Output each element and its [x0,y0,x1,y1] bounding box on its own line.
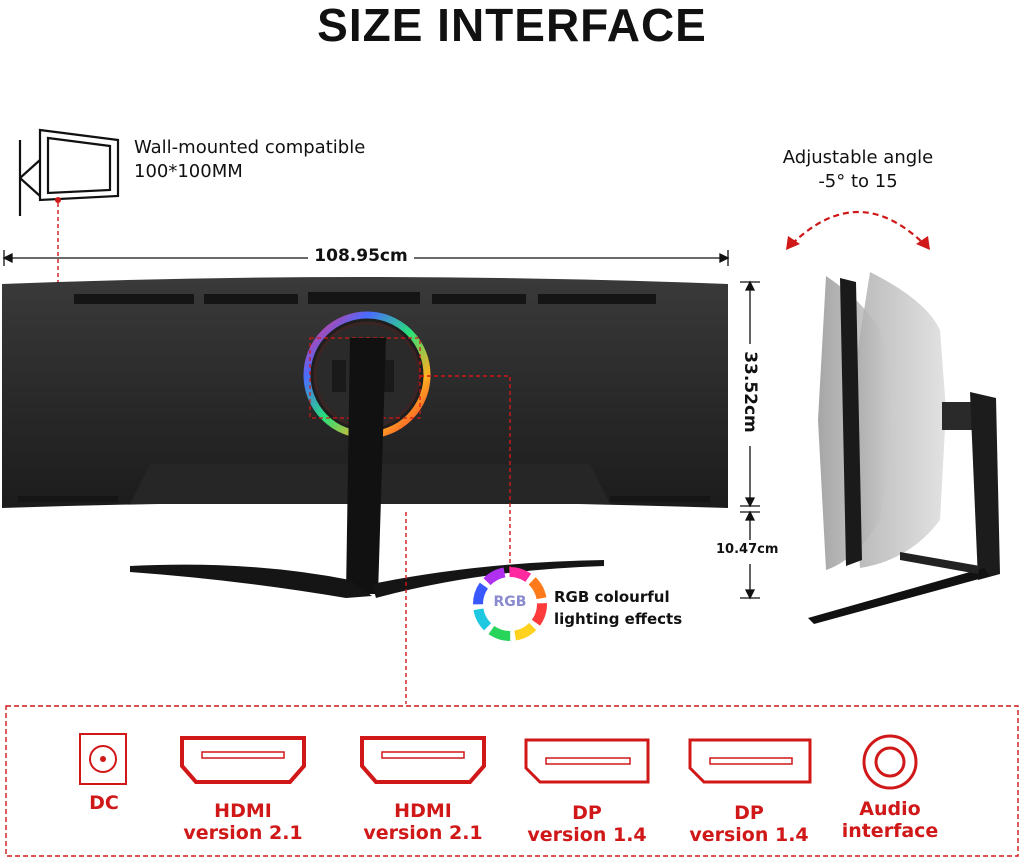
hdmi-port-icon-2 [360,736,486,784]
angle-label: Adjustable angle -5° to 15 [760,146,956,194]
port-label-line1: HDMI [394,800,452,822]
angle-line2: -5° to 15 [818,171,898,192]
ports-box [5,705,1019,857]
wall-mount-icon [18,128,120,216]
height-dimension-line [740,280,760,600]
width-dimension-line [2,250,730,266]
vents [18,292,710,502]
port-label-line2: version 1.4 [527,824,647,846]
port-label-line1: DP [572,802,602,824]
wall-mount-line2: 100*100MM [134,161,243,182]
port-label-line2: version 2.1 [183,822,303,844]
port-label-line2: version 2.1 [363,822,483,844]
page-title: SIZE INTERFACE [317,0,707,51]
displayport-icon [524,738,650,784]
rgb-leader-line [420,375,511,572]
port-label-dp-1: DP version 1.4 [522,802,652,846]
mount-leader-line [57,203,310,377]
port-label-line1: DC [89,792,119,814]
side-view-monitor [808,272,1000,624]
audio-port-icon [862,734,918,790]
port-label-line1: HDMI [214,800,272,822]
tilt-arrow [791,211,925,245]
wall-mount-label: Wall-mounted compatible 100*100MM [134,136,365,184]
stand-neck [346,338,386,594]
stand-dimension: 10.47cm [716,542,779,557]
height-dimension: 33.52cm [740,351,760,433]
rgb-badge-text: RGB [493,594,527,610]
hdmi-port-icon [180,736,306,784]
port-label-hdmi-2: HDMI version 2.1 [358,800,488,844]
displayport-icon-2 [688,738,812,784]
port-label-hdmi-1: HDMI version 2.1 [178,800,308,844]
dc-port-icon [79,733,127,785]
port-label-dp-2: DP version 1.4 [684,802,814,846]
angle-line1: Adjustable angle [782,147,934,168]
rgb-line2: lighting effects [554,610,683,628]
port-label-line1: Audio [859,798,921,820]
port-label-line1: DP [734,802,764,824]
port-label-dc: DC [64,792,144,814]
rgb-label: RGB colourful lighting effects [554,586,682,630]
wall-mount-line1: Wall-mounted compatible [134,137,366,158]
rgb-line1: RGB colourful [554,588,670,606]
width-dimension: 108.95cm [314,246,408,266]
port-label-line2: version 1.4 [689,824,809,846]
rgb-badge-icon [473,567,547,641]
port-label-line2: interface [841,820,939,842]
port-label-audio: Audio interface [830,798,950,842]
